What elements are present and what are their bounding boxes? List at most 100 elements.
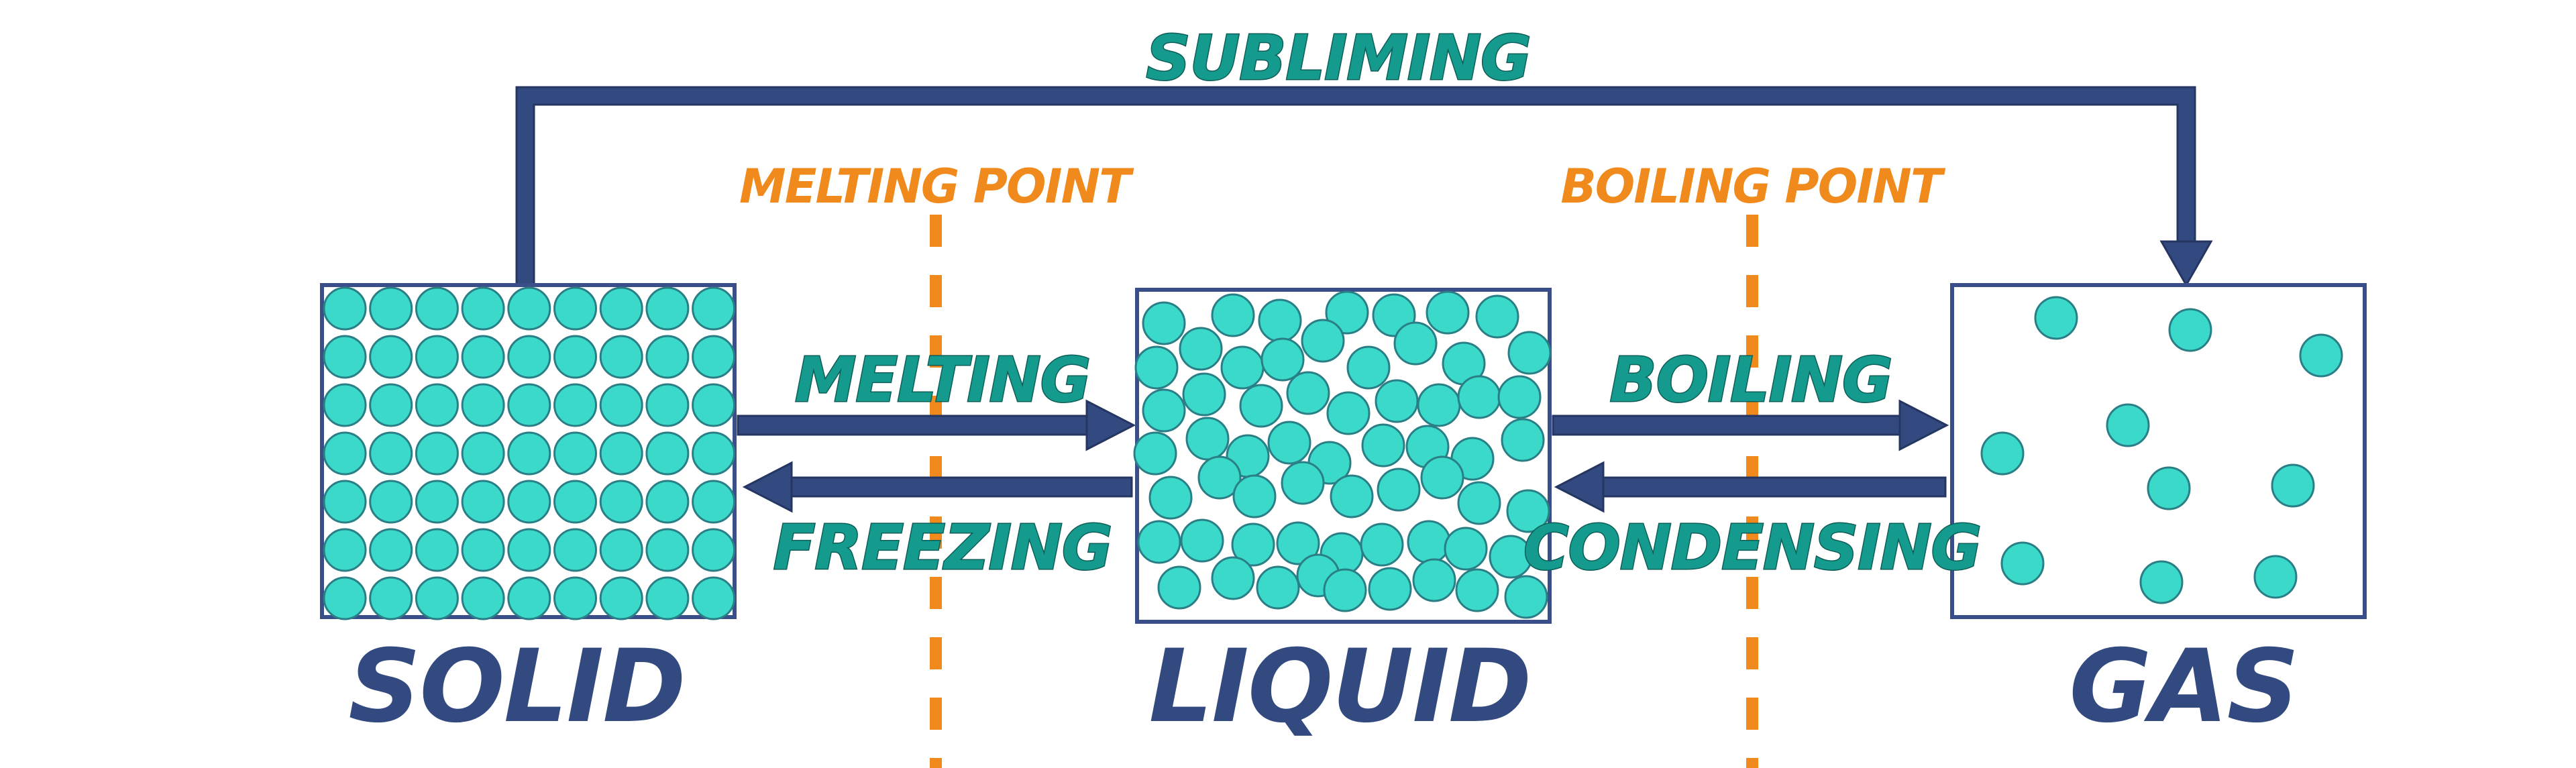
solid-particle: [645, 383, 690, 427]
liquid-particle: [1426, 290, 1470, 335]
solid-particle: [553, 286, 597, 331]
solid-particle: [507, 335, 551, 379]
solid-particle: [645, 286, 690, 331]
solid-particle: [323, 528, 367, 572]
liquid-particle: [1134, 345, 1179, 390]
solid-particle: [645, 528, 690, 572]
solid-particle: [692, 286, 736, 331]
liquid-particle: [1420, 455, 1464, 500]
solid-particle: [645, 480, 690, 524]
gas-particle: [2271, 463, 2315, 508]
liquid-particle: [1361, 423, 1405, 468]
solid-particle: [323, 335, 367, 379]
liquid-particle: [1444, 527, 1488, 571]
solid-particle: [553, 480, 597, 524]
solid-particle: [369, 480, 413, 524]
solid-particle: [692, 528, 736, 572]
liquid-particle: [1330, 474, 1374, 518]
liquid-particle: [1407, 520, 1451, 564]
solid-particle: [369, 431, 413, 476]
liquid-particle: [1239, 384, 1283, 428]
liquid-particle: [1281, 461, 1325, 505]
solid-particle: [461, 576, 505, 620]
solid-particle: [415, 335, 459, 379]
solid-particle: [692, 383, 736, 427]
solid-particle: [599, 528, 643, 572]
melting-label: MELTING: [795, 344, 1090, 416]
solid-particle: [553, 528, 597, 572]
liquid-particle: [1197, 455, 1242, 500]
solid-particle: [323, 576, 367, 620]
boiling-arrow: [1552, 399, 1949, 451]
solid-particle: [323, 383, 367, 427]
solid-particle: [599, 286, 643, 331]
solid-particle: [415, 480, 459, 524]
liquid-particle: [1507, 331, 1552, 375]
solid-particle: [553, 431, 597, 476]
solid-particle: [461, 286, 505, 331]
subliming-label: SUBLIMING: [1146, 22, 1530, 94]
melting-point-label: MELTING POINT: [739, 159, 1134, 214]
solid-particle: [507, 286, 551, 331]
liquid-particle: [1375, 379, 1419, 423]
solid-particle: [692, 576, 736, 620]
solid-particle: [323, 286, 367, 331]
liquid-particle: [1497, 375, 1542, 419]
liquid-particle: [1276, 521, 1320, 565]
liquid-particle: [1260, 337, 1305, 382]
liquid-particle: [1457, 481, 1501, 525]
solid-particle: [415, 528, 459, 572]
liquid-particle: [1417, 383, 1461, 427]
liquid-particle: [1489, 535, 1533, 579]
gas-particle: [2000, 541, 2045, 586]
liquid-particle: [1256, 565, 1300, 610]
solid-particle: [507, 576, 551, 620]
gas-particle: [1980, 431, 2025, 476]
solid-particle: [645, 335, 690, 379]
liquid-particles: [1133, 290, 1552, 619]
solid-particle: [461, 528, 505, 572]
gas-particle: [2253, 555, 2298, 599]
liquid-particle: [1148, 476, 1193, 520]
solid-particle: [599, 383, 643, 427]
solid-particle: [692, 431, 736, 476]
liquid-particle: [1157, 565, 1201, 610]
liquid-particle: [1185, 417, 1230, 461]
liquid-particle: [1325, 290, 1369, 335]
subliming-arrow: [515, 86, 2213, 290]
solid-particle: [369, 383, 413, 427]
solid-particle: [369, 576, 413, 620]
solid-particle: [553, 335, 597, 379]
freezing-label: FREEZING: [773, 512, 1112, 584]
solid-particle: [645, 576, 690, 620]
liquid-particle: [1457, 375, 1501, 419]
solid-particle: [599, 480, 643, 524]
gas-label: GAS: [2069, 628, 2298, 745]
liquid-particle: [1142, 388, 1186, 433]
liquid-particle: [1412, 558, 1456, 602]
liquid-particle: [1475, 294, 1519, 339]
solid-particle: [553, 576, 597, 620]
solid-particle: [645, 431, 690, 476]
condensing-arrow: [1554, 461, 1947, 513]
gas-particle: [2034, 296, 2078, 340]
liquid-particle: [1220, 345, 1265, 390]
gas-particle: [2168, 308, 2212, 352]
solid-particles: [323, 286, 736, 620]
liquid-particle: [1133, 431, 1177, 476]
liquid-particle: [1377, 468, 1421, 512]
solid-particle: [692, 335, 736, 379]
gas-particles: [1980, 296, 2343, 604]
solid-particle: [507, 480, 551, 524]
boiling-label: BOILING: [1610, 344, 1892, 416]
liquid-particle: [1301, 319, 1345, 363]
condensing-label: CONDENSING: [1523, 512, 1981, 584]
solid-particle: [507, 431, 551, 476]
liquid-particle: [1504, 575, 1548, 619]
solid-label: SOLID: [348, 628, 684, 745]
liquid-particle: [1182, 372, 1226, 417]
solid-particle: [415, 383, 459, 427]
liquid-particle: [1231, 523, 1275, 567]
liquid-particle: [1326, 391, 1371, 435]
